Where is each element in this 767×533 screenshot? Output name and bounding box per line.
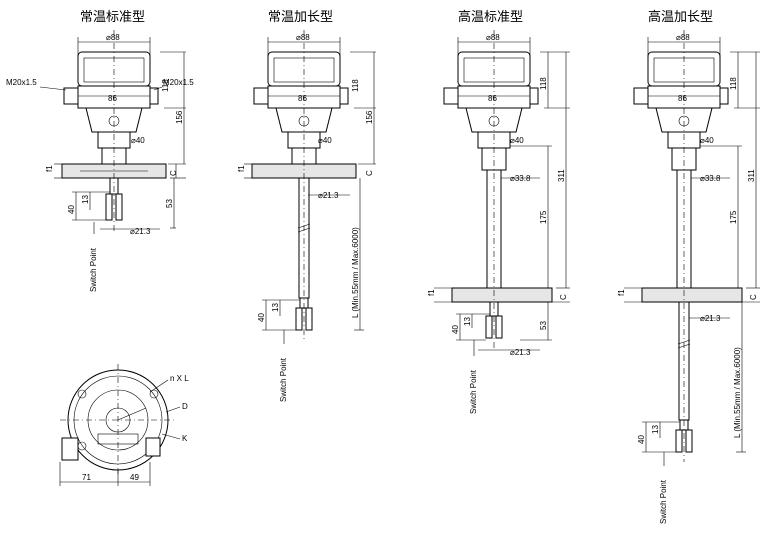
dim-h13: 13 <box>651 425 660 434</box>
view-top: n X L D K 71 49 <box>59 364 189 486</box>
dim-length: L (Min.55mm / Max.6000) <box>351 227 360 318</box>
dim-h156: 156 <box>365 110 374 124</box>
view-extended-high: ⌀88 86 ⌀40 ⌀33.8 118 311 175 C <box>617 30 760 524</box>
dim-d88: ⌀88 <box>676 33 690 42</box>
dim-d88: ⌀88 <box>106 33 120 42</box>
dim-c: C <box>559 294 568 300</box>
dim-c: C <box>169 170 178 176</box>
dim-d21: ⌀21.3 <box>700 314 721 323</box>
dim-c: C <box>749 294 758 300</box>
title-extended-normal: 常温加长型 <box>268 10 333 25</box>
dim-d21: ⌀21.3 <box>318 191 339 200</box>
dim-h118: 118 <box>351 79 360 92</box>
dim-w49: 49 <box>130 473 139 482</box>
title-standard-high: 高温标准型 <box>458 9 523 25</box>
label-d: D <box>182 402 188 411</box>
dim-h13: 13 <box>271 303 280 312</box>
dim-h13: 13 <box>463 317 472 326</box>
dim-d40: ⌀40 <box>131 136 145 145</box>
dim-h175: 175 <box>729 210 738 224</box>
label-switch-point: Switch Point <box>469 369 478 414</box>
dim-h311: 311 <box>747 169 756 182</box>
dim-length: L (Min.55mm / Max.6000) <box>733 347 742 438</box>
label-nxl: n X L <box>170 374 189 383</box>
dim-h53: 53 <box>165 199 174 208</box>
dim-h118: 118 <box>729 77 738 90</box>
dim-f1: f1 <box>237 165 246 172</box>
dim-d21: ⌀21.3 <box>510 348 531 357</box>
dim-d33: ⌀33.8 <box>510 174 531 183</box>
dim-w86: 86 <box>108 94 117 103</box>
label-switch-point: Switch Point <box>659 479 668 524</box>
dim-f1: f1 <box>45 165 54 172</box>
dim-f1: f1 <box>427 289 436 296</box>
dim-h311: 311 <box>557 169 566 182</box>
dim-w86: 86 <box>298 94 307 103</box>
dim-h156: 156 <box>175 110 184 124</box>
view-standard-high: ⌀88 86 ⌀40 ⌀33.8 118 311 175 C 53 <box>427 30 570 414</box>
label-switch-point: Switch Point <box>89 247 98 292</box>
dim-h40: 40 <box>257 313 266 322</box>
dim-d40: ⌀40 <box>700 136 714 145</box>
dim-f1: f1 <box>617 289 626 296</box>
dim-h13: 13 <box>81 195 90 204</box>
title-standard-normal: 常温标准型 <box>80 10 145 25</box>
dim-d40: ⌀40 <box>510 136 524 145</box>
dim-d33: ⌀33.8 <box>700 174 721 183</box>
dim-d88: ⌀88 <box>486 33 500 42</box>
label-k: K <box>182 434 188 443</box>
view-extended-normal: ⌀88 86 ⌀40 118 156 C f1 ⌀21.3 L ( <box>237 30 376 402</box>
label-switch-point: Switch Point <box>279 357 288 402</box>
dim-h175: 175 <box>539 210 548 224</box>
label-m20-left: M20x1.5 <box>6 78 37 87</box>
dim-d88: ⌀88 <box>296 33 310 42</box>
dim-c: C <box>365 170 374 176</box>
title-extended-high: 高温加长型 <box>648 9 713 25</box>
dim-w86: 86 <box>488 94 497 103</box>
label-m20-right: M20x1.5 <box>163 78 194 87</box>
view-standard-normal: ⌀88 86 M20x1.5 M20x1.5 ⌀40 118 <box>6 30 194 292</box>
dim-d40: ⌀40 <box>318 136 332 145</box>
dim-w71: 71 <box>82 473 91 482</box>
dim-h40: 40 <box>451 325 460 334</box>
dim-w86: 86 <box>678 94 687 103</box>
dim-h40: 40 <box>67 205 76 214</box>
dim-h118: 118 <box>161 79 170 92</box>
dim-h53: 53 <box>539 321 548 330</box>
dim-d21: ⌀21.3 <box>130 227 151 236</box>
dim-h118: 118 <box>539 77 548 90</box>
dim-h40: 40 <box>637 435 646 444</box>
